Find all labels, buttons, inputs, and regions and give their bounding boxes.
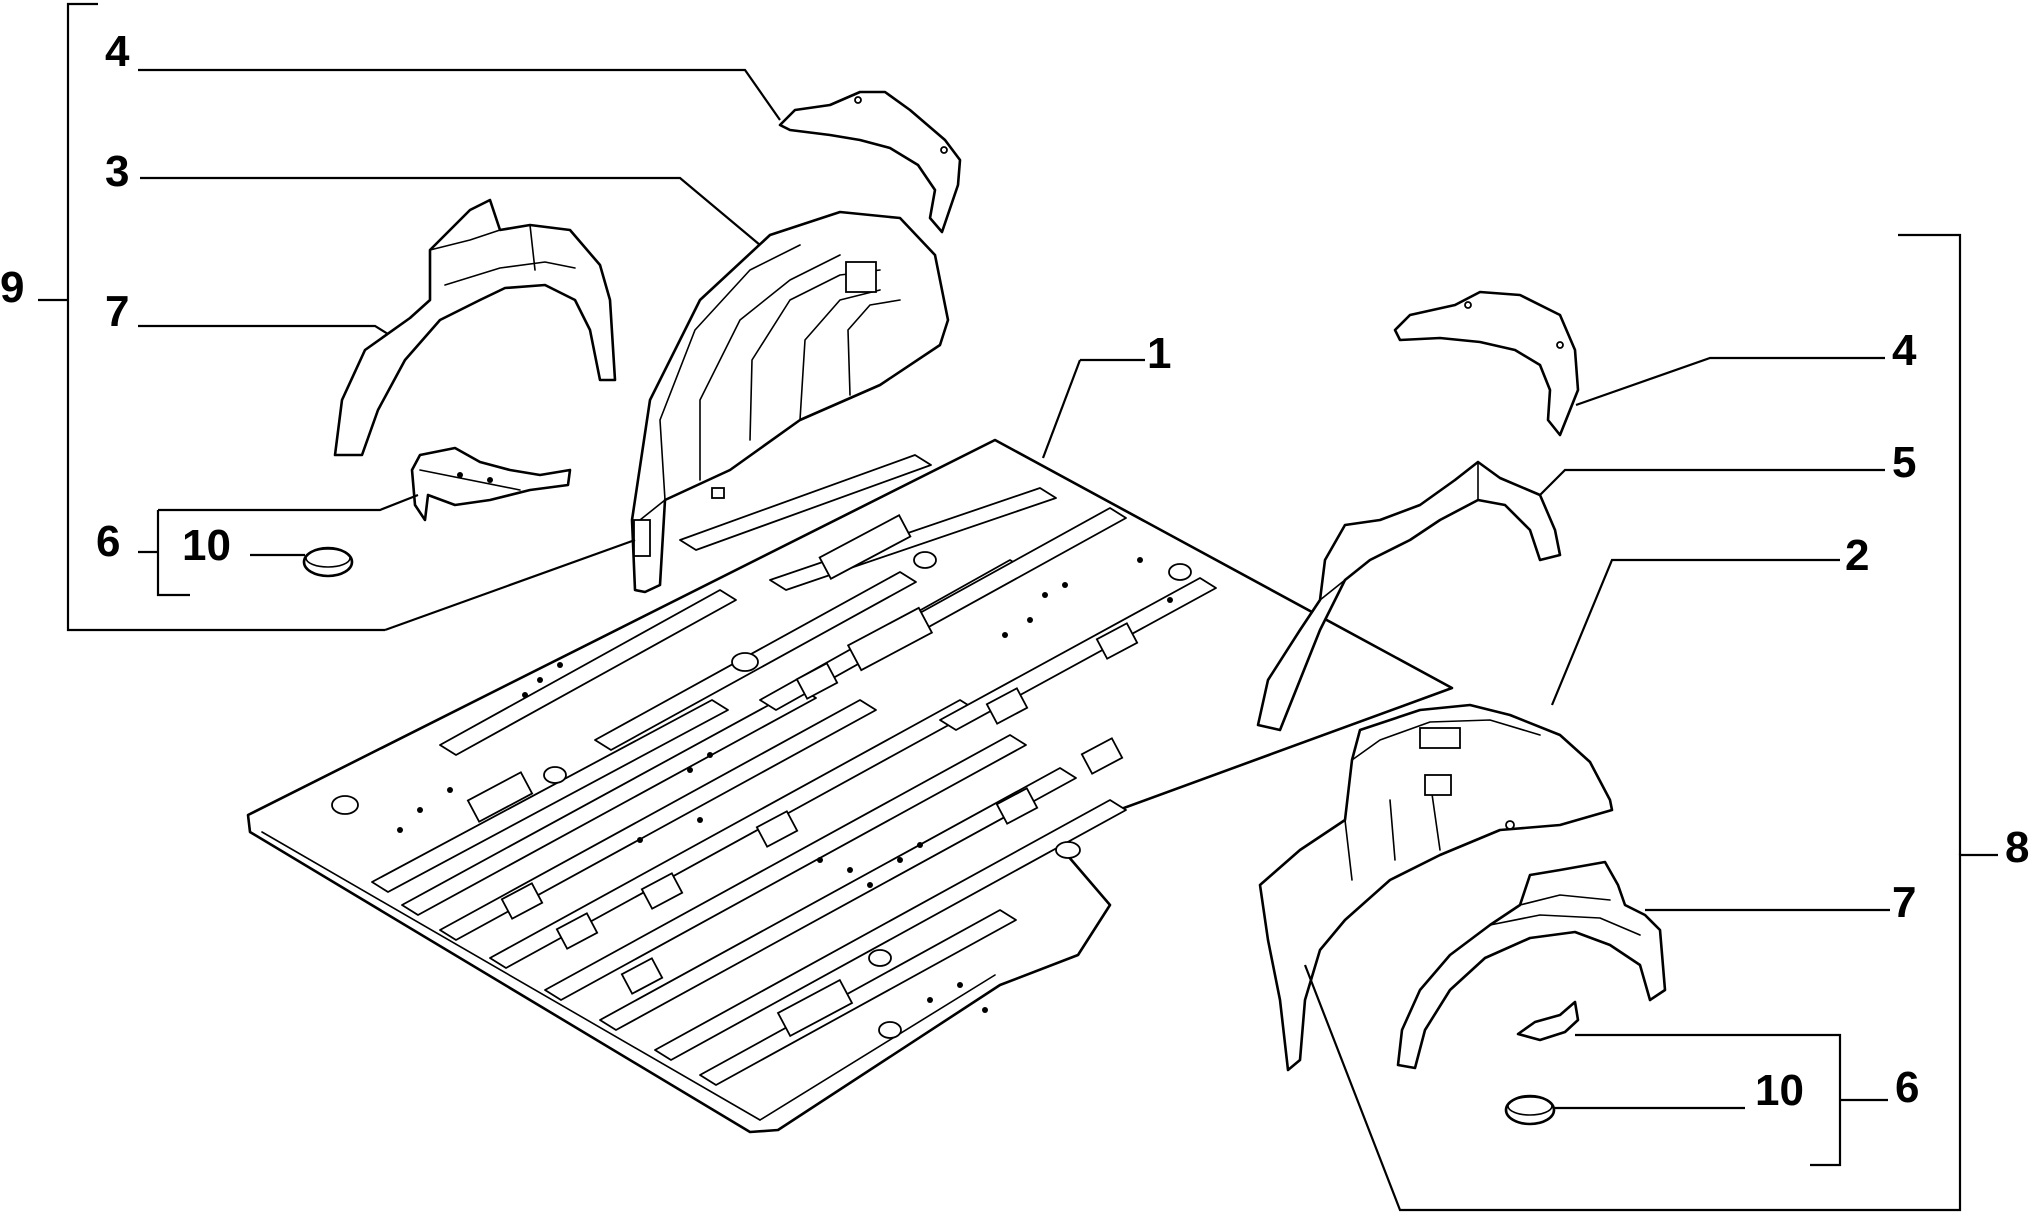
label-part-7-left: 7 xyxy=(105,287,129,336)
label-part-10-left: 10 xyxy=(182,521,231,570)
bracket-lines xyxy=(38,2,1888,1167)
label-part-4-left: 4 xyxy=(105,27,130,76)
floor-pan-part-1 xyxy=(246,438,1454,1134)
floor-pan-bosses xyxy=(331,514,1192,1039)
label-part-2: 2 xyxy=(1845,531,1869,580)
floor-pan-holes xyxy=(397,557,1173,1013)
leader-lines xyxy=(138,68,1998,1212)
part-labels: 1 2 3 4 4 5 6 6 7 7 8 9 10 10 xyxy=(0,27,2029,1115)
label-part-5: 5 xyxy=(1892,438,1916,487)
label-part-6-right: 6 xyxy=(1895,1063,1919,1112)
arch-liner-part-7-right xyxy=(1396,860,1667,1070)
bracket-part-6-left xyxy=(410,446,572,522)
label-part-7-right: 7 xyxy=(1892,878,1916,927)
label-part-10-right: 10 xyxy=(1755,1066,1804,1115)
label-part-6-left: 6 xyxy=(96,517,120,566)
label-part-3: 3 xyxy=(105,147,129,196)
label-part-9: 9 xyxy=(0,263,24,312)
bracket-part-4-left xyxy=(778,90,962,234)
plug-part-10-right xyxy=(1504,1094,1556,1126)
arch-liner-part-7-left xyxy=(333,198,617,457)
label-part-1: 1 xyxy=(1147,329,1171,378)
panel-part-5 xyxy=(1256,460,1562,732)
bracket-part-6-right xyxy=(1516,1000,1580,1042)
bracket-part-4-right xyxy=(1393,290,1580,437)
plug-part-10-left xyxy=(302,546,354,578)
label-part-8: 8 xyxy=(2005,823,2029,872)
wheelhouse-part-2 xyxy=(1258,703,1614,1072)
label-part-4-right: 4 xyxy=(1892,326,1917,375)
wheelhouse-part-3 xyxy=(630,210,950,594)
